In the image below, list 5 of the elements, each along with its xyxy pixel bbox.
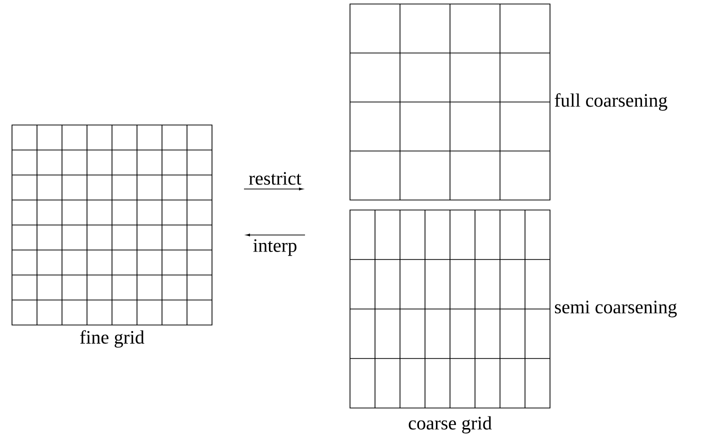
grid-caption: semi coarsening — [555, 300, 677, 318]
arrow-label: interp — [253, 239, 296, 256]
grid-caption: full coarsening — [554, 93, 668, 111]
grid-caption: fine grid — [80, 330, 144, 348]
arrow-label: restrict — [249, 172, 302, 185]
